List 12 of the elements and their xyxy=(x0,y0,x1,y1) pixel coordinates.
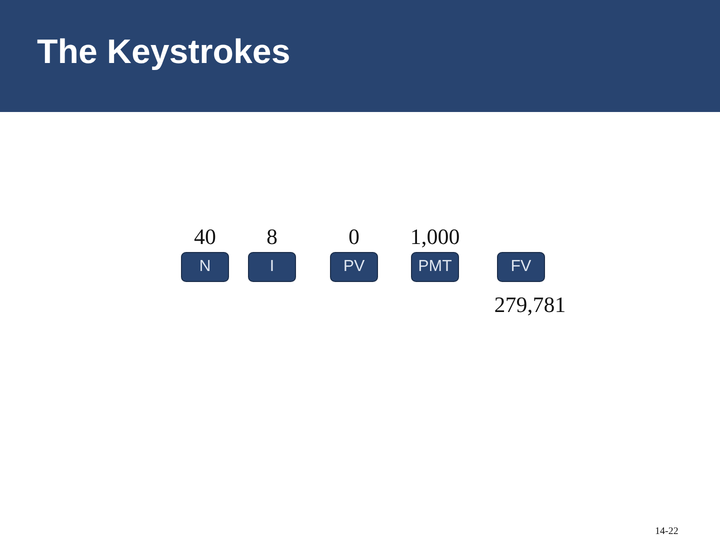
key-value: 279,781 xyxy=(494,293,566,317)
calculator-key: PV xyxy=(330,252,378,282)
calculator-key: N xyxy=(181,252,229,282)
key-value: 8 xyxy=(266,225,278,249)
key-value: 40 xyxy=(194,225,216,249)
page-number: 14-22 xyxy=(655,526,678,538)
calculator-key: FV xyxy=(497,252,545,282)
calculator-key: PMT xyxy=(411,252,459,282)
calculator-key: I xyxy=(248,252,296,282)
key-value: 1,000 xyxy=(410,225,460,249)
key-value: 0 xyxy=(348,225,360,249)
slide-title: The Keystrokes xyxy=(37,32,290,72)
